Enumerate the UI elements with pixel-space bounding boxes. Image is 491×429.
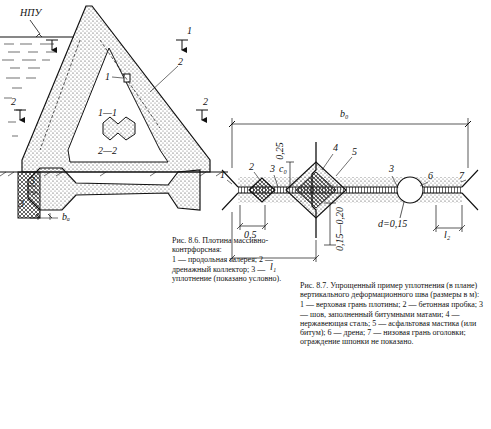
dimension-label: 0,15—0,20 (335, 207, 345, 251)
caption-heading: Рис. 8.7. Упрощенный пример уплотнения (… (300, 281, 488, 299)
callout-number: 7 (459, 171, 464, 181)
callout-number: 2 (249, 162, 254, 172)
callout-number: 1 (105, 72, 110, 82)
callout-number: 5 (352, 147, 357, 157)
section-title: 1—1 (98, 108, 117, 118)
caption-heading: Рис. 8.6. Плотина массивно-контрфорсная: (172, 236, 296, 254)
dimension-label: 0,5 (244, 230, 257, 240)
callout-number: 4 (333, 143, 338, 153)
section-mark: 1 (187, 26, 192, 36)
callout-number: 6 (428, 171, 433, 181)
callout-number: 3 (19, 199, 24, 209)
dimension-label: b₀ (340, 109, 348, 119)
callout-number: 3 (389, 164, 394, 174)
caption-legend: 1 — продольная галерея; 2 — дренажный ко… (172, 255, 296, 283)
dimension-label: bₐ (62, 212, 70, 222)
callout-number: 2 (178, 57, 183, 67)
dimension-label: l₁ (270, 262, 276, 272)
section-mark: 2 (11, 97, 16, 107)
dimension-label: c₀ (279, 164, 287, 174)
level-label: НПУ (20, 8, 41, 18)
section-title: 2—2 (98, 146, 117, 156)
section-mark: 2 (203, 97, 208, 107)
caption-legend: 1 — верховая грань плотины; 2 — бетонная… (300, 300, 488, 346)
callout-number: 1 (220, 170, 225, 180)
callout-number: 3 (270, 164, 275, 174)
callout-number: 3 (30, 176, 35, 186)
dimension-label: d=0,15 (378, 219, 407, 229)
dimension-label: 0,25 (275, 142, 285, 160)
dimension-label: l₂ (444, 230, 450, 240)
